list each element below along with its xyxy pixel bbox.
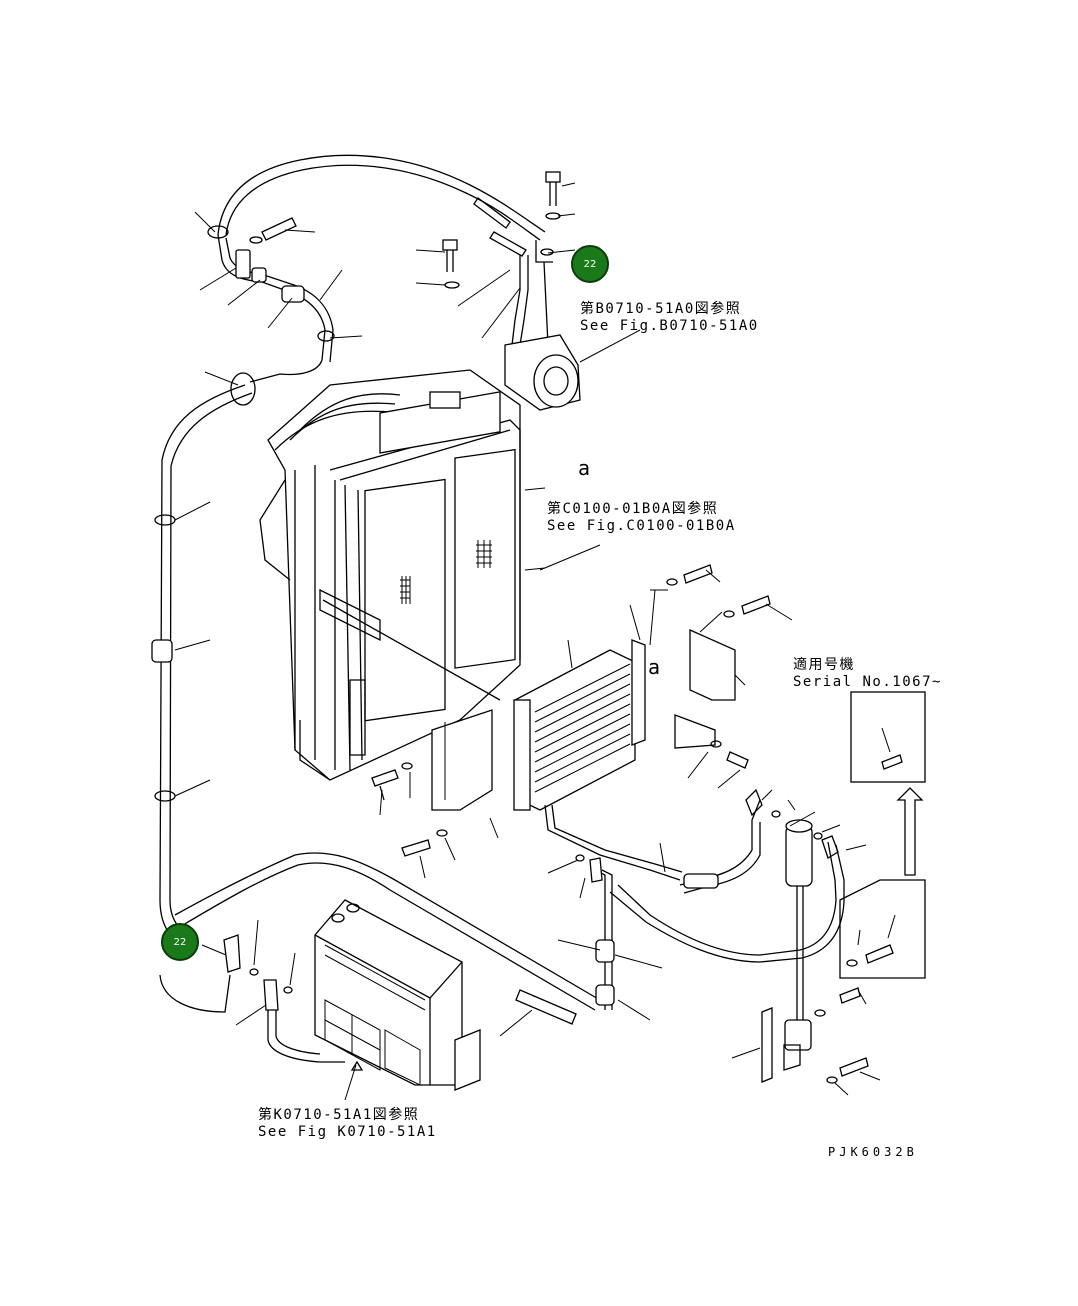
part-callout-22-top[interactable]: 22	[571, 245, 609, 283]
serial-inset	[850, 691, 926, 876]
radiator-reference-en: See Fig.C0100-01B0A	[547, 518, 736, 534]
bolt-inset	[839, 879, 926, 979]
radiator-reference-jp: 第C0100-01B0A図参照	[547, 501, 719, 517]
heater-unit	[314, 899, 481, 1091]
compressor-reference-jp: 第B0710-51A0図参照	[580, 301, 742, 317]
lower-hoses	[201, 842, 666, 1101]
drawing-code: PJK6032B	[828, 1145, 918, 1159]
serial-applicability-jp: 適用号機	[793, 657, 855, 673]
refrigerant-hose-top	[217, 154, 546, 383]
part-callout-22-left[interactable]: 22	[161, 923, 199, 961]
receiver-drier	[609, 788, 867, 1030]
heater-reference-en: See Fig K0710-51A1	[258, 1124, 437, 1140]
radiator	[259, 369, 601, 781]
view-marker-a-top: a	[578, 456, 591, 480]
heater-reference-jp: 第K0710-51A1図参照	[258, 1107, 420, 1123]
bolts-top	[249, 171, 561, 289]
condenser-brackets	[629, 564, 793, 789]
serial-applicability-en: Serial No.1067~	[793, 674, 942, 690]
compressor-reference-en: See Fig.B0710-51A0	[580, 318, 759, 334]
radiator-bracket	[371, 709, 499, 879]
receiver-bracket	[731, 987, 881, 1096]
view-marker-a-mid: a	[648, 655, 661, 679]
hose-clamps	[151, 225, 335, 802]
compressor	[504, 240, 641, 411]
condenser	[513, 639, 683, 881]
